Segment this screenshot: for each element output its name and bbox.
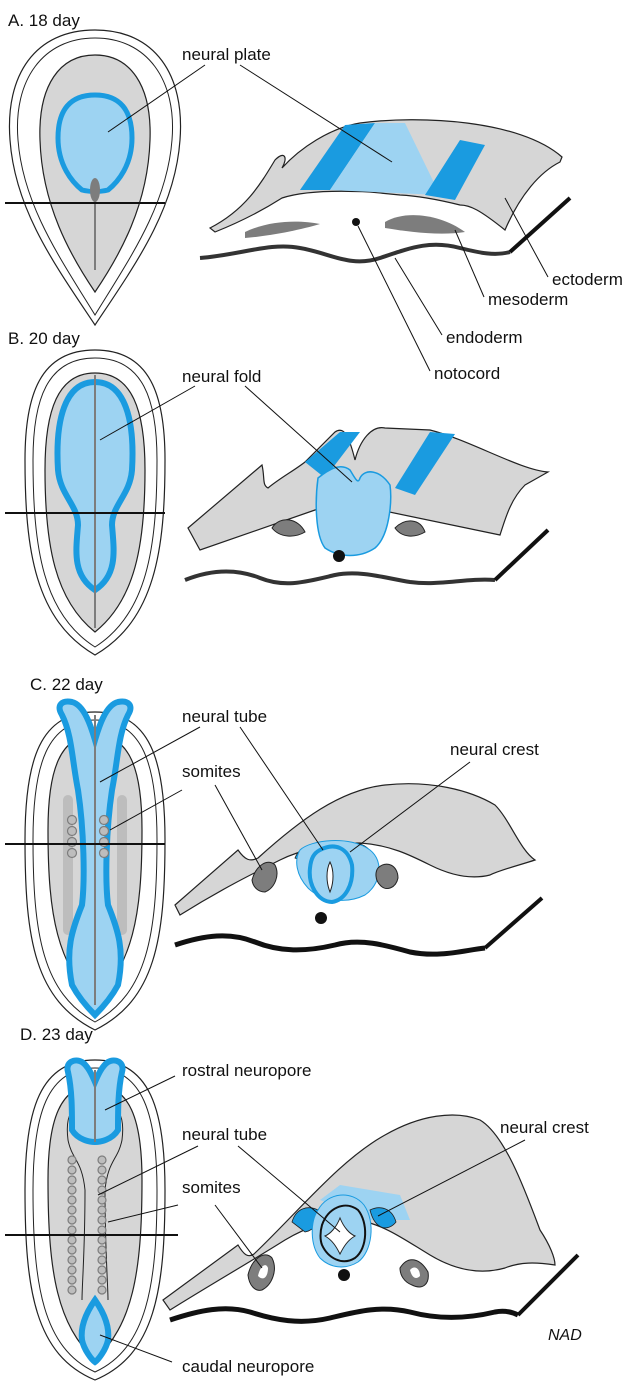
label-ectoderm: ectoderm <box>552 270 623 289</box>
leader-endoderm <box>395 258 442 335</box>
label-mesoderm: mesoderm <box>488 290 568 309</box>
label-neural-crest-d: neural crest <box>500 1118 589 1137</box>
panel-c: C. 22 day neura <box>5 675 542 1030</box>
label-caudal-neuropore: caudal neuropore <box>182 1357 314 1376</box>
leader-neural-tube-c-right <box>240 727 323 850</box>
label-neural-tube-c: neural tube <box>182 707 267 726</box>
leader-mesoderm <box>455 230 484 297</box>
panel-a-cross-section <box>200 120 570 262</box>
panel-d-dorsal-view <box>5 1060 178 1380</box>
label-neural-fold: neural fold <box>182 367 261 386</box>
label-somites-d: somites <box>182 1178 241 1197</box>
panel-a: A. 18 day neural plate ectoderm <box>5 11 623 383</box>
panel-d: D. 23 day <box>5 1025 589 1380</box>
label-rostral-neuropore: rostral neuropore <box>182 1061 311 1080</box>
panel-b-dorsal-view <box>5 350 165 655</box>
label-neural-tube-d: neural tube <box>182 1125 267 1144</box>
label-somites-c: somites <box>182 762 241 781</box>
panel-b-cross-section <box>185 428 548 584</box>
panel-b-title: B. 20 day <box>8 329 80 348</box>
panel-d-title: D. 23 day <box>20 1025 93 1044</box>
artist-signature: NAD <box>548 1327 582 1344</box>
panel-c-title: C. 22 day <box>30 675 103 694</box>
panel-a-dorsal-view <box>5 30 181 325</box>
label-notocord: notocord <box>434 364 500 383</box>
panel-c-cross-section <box>175 784 542 954</box>
panel-c-dorsal-view <box>5 702 165 1030</box>
label-neural-crest-c: neural crest <box>450 740 539 759</box>
panel-a-title: A. 18 day <box>8 11 80 30</box>
leader-ectoderm <box>505 198 548 277</box>
label-endoderm: endoderm <box>446 328 523 347</box>
label-neural-plate-a: neural plate <box>182 45 271 64</box>
